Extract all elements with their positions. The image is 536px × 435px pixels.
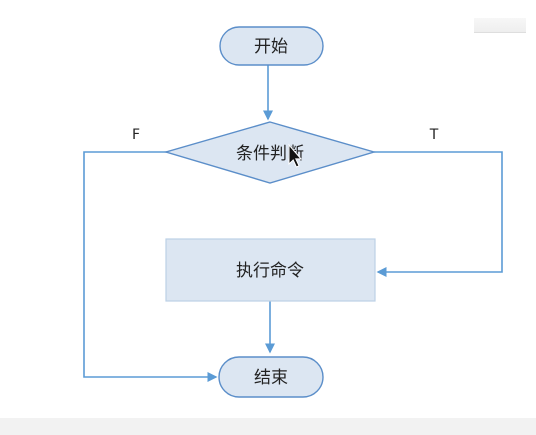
mouse-cursor-icon bbox=[288, 143, 303, 168]
bottom-strip bbox=[0, 418, 536, 435]
condition-node: 条件判断 bbox=[163, 121, 377, 184]
end-node: 结束 bbox=[218, 356, 324, 398]
false-branch-label: F bbox=[132, 127, 140, 143]
end-node-label: 结束 bbox=[254, 368, 288, 388]
start-node: 开始 bbox=[219, 26, 324, 66]
action-node-label: 执行命令 bbox=[236, 261, 304, 281]
action-node: 执行命令 bbox=[165, 238, 376, 302]
connector-true-branch bbox=[374, 151, 503, 277]
true-branch-label: T bbox=[429, 127, 439, 143]
start-node-label: 开始 bbox=[254, 37, 288, 57]
toolbar-strip bbox=[474, 18, 526, 33]
connector-false-branch bbox=[83, 151, 218, 382]
condition-node-label: 条件判断 bbox=[236, 144, 304, 164]
